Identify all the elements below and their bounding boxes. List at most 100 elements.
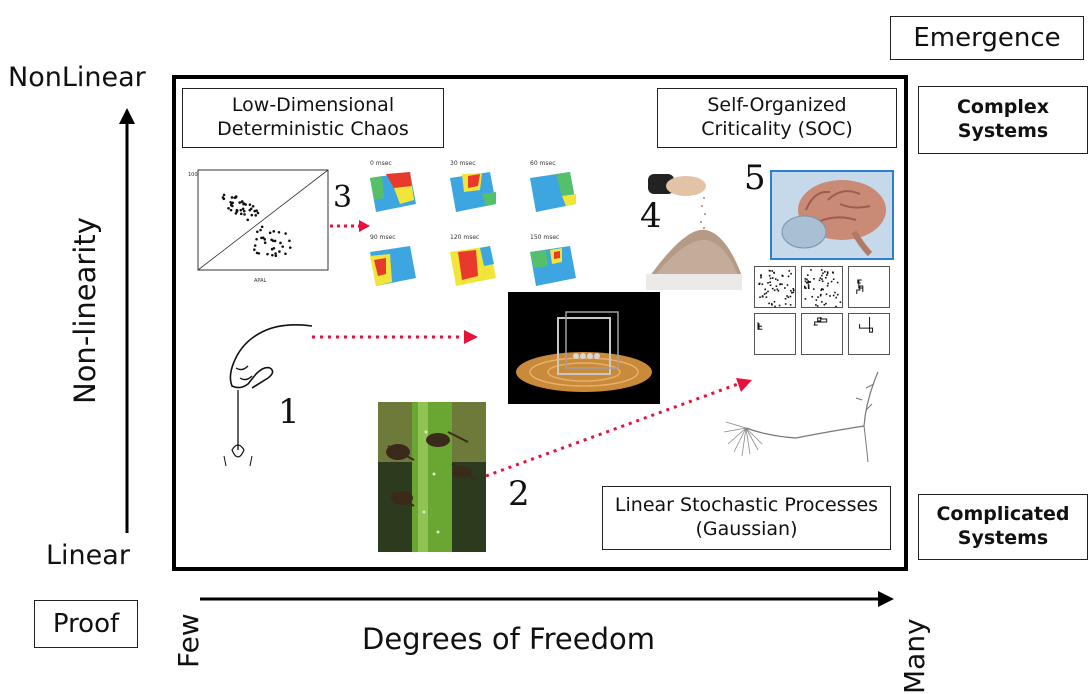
grid-dot <box>825 302 827 305</box>
grid-dot <box>773 300 776 303</box>
grid-dot <box>764 288 767 291</box>
scatter-point <box>238 201 242 204</box>
grid-dot <box>835 305 837 308</box>
scatter-point <box>277 230 281 234</box>
scatter-point <box>239 212 243 216</box>
grid-dot <box>792 289 795 292</box>
heatmap-time-0: 0 msec <box>370 160 392 167</box>
scatter-point <box>251 205 255 208</box>
scatter-point <box>230 196 234 199</box>
grid-dot <box>786 284 789 286</box>
grid-dot <box>791 291 793 294</box>
grid-dot <box>826 274 828 276</box>
scatter-point <box>227 207 230 210</box>
network-grid-image <box>754 266 890 355</box>
heatmap-time-4: 120 msec <box>450 234 480 241</box>
grid-dot <box>792 288 795 290</box>
grid-dot <box>820 289 822 291</box>
grid-dot <box>826 272 829 275</box>
grid-dot <box>774 278 777 280</box>
grid-dot <box>825 276 827 279</box>
scatter-plot-image: 100 APAL <box>188 169 329 284</box>
heatmap-cell <box>450 246 496 286</box>
grid-path <box>856 279 864 294</box>
grid-dot <box>805 282 808 284</box>
scatter-point <box>231 204 234 208</box>
grid-panel <box>801 313 843 355</box>
heatmap-cell <box>530 172 576 212</box>
scatter-point <box>255 209 258 212</box>
y-axis-bottom-label: Linear <box>46 540 130 571</box>
scatter-point <box>255 237 258 241</box>
grid-dot <box>760 274 762 276</box>
grid-dot <box>763 293 766 295</box>
heatmap-time-1: 30 msec <box>450 160 476 167</box>
scatter-point <box>274 252 277 255</box>
random-path <box>859 317 874 333</box>
grid-dot <box>806 278 808 281</box>
grid-dot <box>769 270 771 272</box>
grid-dot <box>804 298 807 300</box>
scatter-point <box>250 213 254 217</box>
scatter-point <box>241 207 245 211</box>
grid-dot <box>821 280 824 283</box>
grid-dot <box>839 301 842 303</box>
grid-dot <box>832 272 834 274</box>
grid-path <box>757 322 763 330</box>
scatter-point <box>281 245 284 248</box>
example-number-1: 1 <box>278 392 300 432</box>
x-axis-right-label: Many <box>898 618 931 694</box>
grid-dot <box>817 296 819 298</box>
scatter-point <box>246 218 250 222</box>
grid-dot <box>836 293 839 296</box>
grid-panel <box>754 313 796 355</box>
grid-dot <box>810 269 812 271</box>
scatter-point <box>257 252 261 255</box>
grid-dot <box>776 279 779 281</box>
grid-dot <box>767 290 769 293</box>
scatter-point <box>284 232 287 235</box>
grid-dot <box>823 270 826 273</box>
scatter-point <box>266 252 269 256</box>
heatmap-grid-image: 0 msec 30 msec 60 msec 90 msec 120 msec … <box>360 158 590 298</box>
grid-dot <box>809 281 812 283</box>
scatter-point <box>253 244 257 247</box>
scatter-point <box>235 209 239 212</box>
grid-dot <box>771 304 773 306</box>
scatter-point <box>240 200 244 204</box>
scatter-point <box>260 225 264 229</box>
grid-dot <box>822 288 824 291</box>
grid-dot <box>807 274 809 276</box>
arrow-to-heatmaps <box>330 220 370 232</box>
grid-dot <box>784 287 786 289</box>
grid-dot <box>786 295 788 297</box>
grid-dot <box>779 283 782 285</box>
scatter-point <box>271 253 274 257</box>
scatter-point <box>222 193 226 197</box>
arrow-to-neuron <box>485 378 752 478</box>
grid-dot <box>827 282 829 285</box>
scatter-point <box>260 236 263 240</box>
scatter-point <box>278 250 281 253</box>
grid-dot <box>826 284 829 287</box>
heatmap-time-3: 90 msec <box>370 234 396 241</box>
svg-text:APAL: APAL <box>254 278 267 284</box>
grid-dot <box>767 282 769 284</box>
grid-dot <box>835 296 837 299</box>
scatter-point <box>263 241 267 244</box>
grid-dot <box>789 295 792 298</box>
grid-dot <box>771 287 774 290</box>
grid-dot <box>782 275 784 277</box>
heatmap-cell <box>530 246 576 286</box>
grid-dot <box>777 289 780 292</box>
scatter-point <box>234 212 238 215</box>
scatter-point <box>272 230 276 233</box>
grid-dot <box>830 280 833 283</box>
grid-dot <box>788 270 791 272</box>
grid-dot <box>815 299 818 301</box>
scatter-point <box>253 248 256 251</box>
grid-dot <box>771 277 774 279</box>
random-dots <box>804 269 842 308</box>
grid-dot <box>769 284 772 287</box>
grid-path <box>859 317 874 333</box>
